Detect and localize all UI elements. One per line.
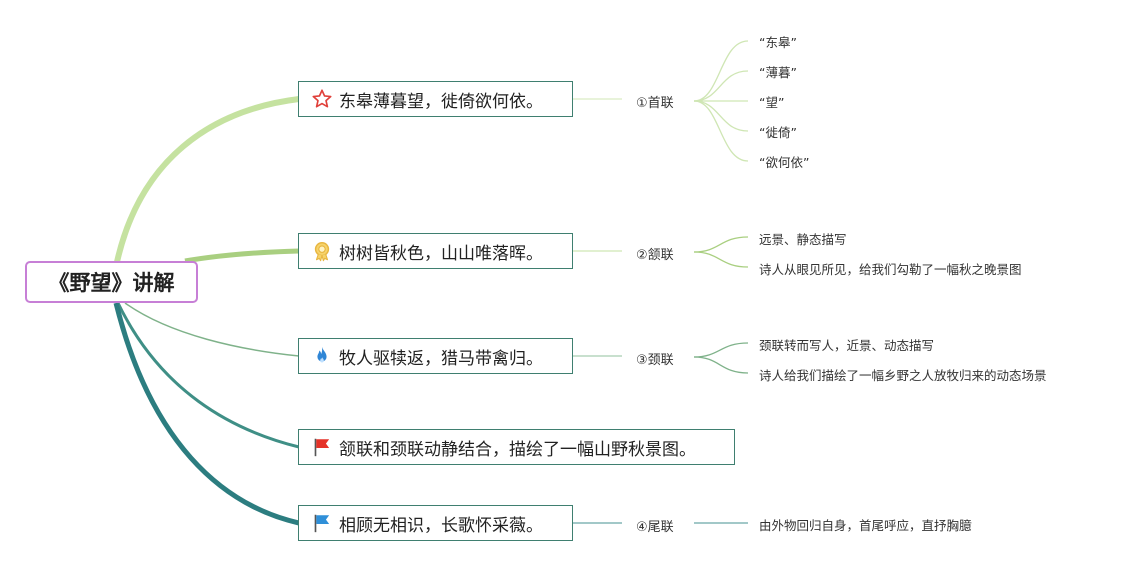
subtopic-4[interactable]: ④尾联 <box>636 520 674 535</box>
branch-topic-3[interactable]: 牧人驱犊返，猎马带禽归。 <box>298 338 573 374</box>
leaf-1-3[interactable]: “望” <box>759 95 785 110</box>
branch-text-4: 颔联和颈联动静结合，描绘了一幅山野秋景图。 <box>339 439 696 460</box>
leaf-1-4[interactable]: “徙倚” <box>759 125 797 140</box>
leaf-1-5[interactable]: “欲何依” <box>759 155 810 170</box>
root-title: 《野望》讲解 <box>48 271 175 295</box>
leaf-2-2[interactable]: 诗人从眼见所见，给我们勾勒了一幅秋之晚景图 <box>759 262 1022 277</box>
branch-topic-1[interactable]: 东皋薄暮望，徙倚欲何依。 <box>298 81 573 117</box>
blue-flag-icon <box>314 514 330 533</box>
leaf-1-1[interactable]: “东皋” <box>759 35 797 50</box>
medal-icon <box>314 242 330 262</box>
branch-topic-5[interactable]: 相顾无相识，长歌怀采薇。 <box>298 505 573 541</box>
subtopic-1[interactable]: ①首联 <box>636 96 674 111</box>
branch-text-2: 树树皆秋色，山山唯落晖。 <box>339 243 543 264</box>
root-topic[interactable]: 《野望》讲解 <box>25 261 198 303</box>
branch-topic-4[interactable]: 颔联和颈联动静结合，描绘了一幅山野秋景图。 <box>298 429 735 465</box>
subtopic-3[interactable]: ③颈联 <box>636 353 674 368</box>
branch-text-1: 东皋薄暮望，徙倚欲何依。 <box>339 91 543 112</box>
branch-topic-2[interactable]: 树树皆秋色，山山唯落晖。 <box>298 233 573 269</box>
red-flag-icon <box>314 438 330 457</box>
branch-text-5: 相顾无相识，长歌怀采薇。 <box>339 515 543 536</box>
star-icon <box>312 89 332 108</box>
flame-icon <box>317 346 327 363</box>
leaf-1-2[interactable]: “薄暮” <box>759 65 797 80</box>
subtopic-2[interactable]: ②颔联 <box>636 248 674 263</box>
branch-text-3: 牧人驱犊返，猎马带禽归。 <box>339 348 543 369</box>
leaf-2-1[interactable]: 远景、静态描写 <box>759 232 847 247</box>
leaf-4-1[interactable]: 由外物回归自身，首尾呼应，直抒胸臆 <box>759 518 972 533</box>
leaf-3-1[interactable]: 颈联转而写人，近景、动态描写 <box>759 338 935 353</box>
leaf-3-2[interactable]: 诗人给我们描绘了一幅乡野之人放牧归来的动态场景 <box>759 368 1047 383</box>
